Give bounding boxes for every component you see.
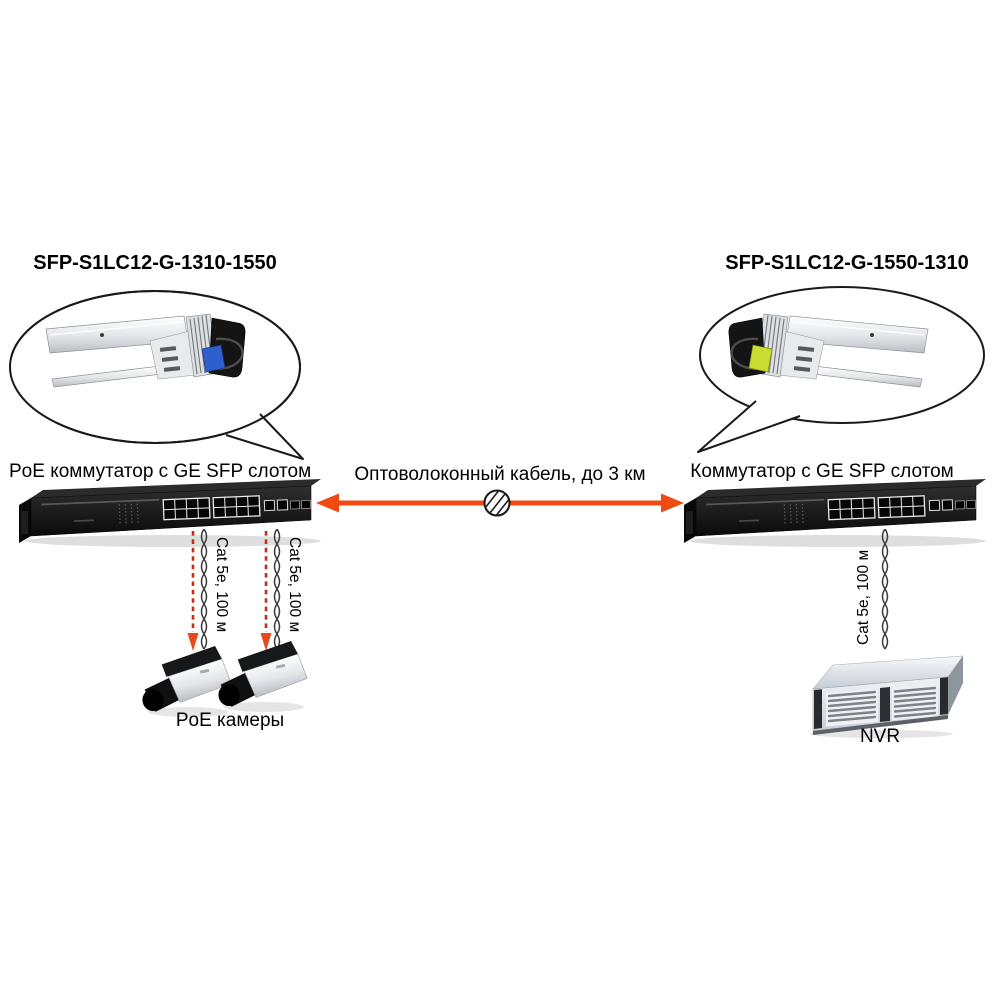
rj45-port-group-2 — [212, 495, 261, 519]
fiber-optic-cable-symbol-icon — [483, 489, 511, 517]
switch-label-right: Коммутатор с GE SFP слотом — [690, 461, 954, 482]
sfp-module-1550-1310-icon — [728, 313, 929, 388]
poe-cameras-label: PoE камеры — [175, 710, 285, 731]
uplink-ports — [263, 499, 289, 512]
fiber-cable-label: Оптоволоконный кабель, до 3 км — [354, 464, 646, 485]
nvr-label: NVR — [859, 726, 901, 747]
rj45-port-group-1 — [162, 497, 211, 521]
rj45-port-group-2 — [877, 495, 926, 519]
cat5-label-right: Cat 5e, 100 м — [855, 549, 872, 645]
speech-bubble-right — [697, 286, 985, 453]
fiber-link-arrow — [316, 489, 684, 517]
switch-label-left: PoE коммутатор с GE SFP слотом — [9, 461, 312, 482]
twisted-pair-icon — [273, 529, 281, 650]
sfp-slots — [289, 499, 312, 510]
sfp-title-right: SFP-S1LC12-G-1550-1310 — [725, 252, 969, 274]
fiber-arrowhead-left — [316, 493, 339, 513]
uplink-ports — [928, 499, 954, 512]
twisted-pair-icon — [881, 529, 889, 650]
fiber-arrowhead-right — [661, 493, 684, 513]
rj45-port-group-1 — [827, 497, 876, 521]
nvr-icon — [809, 655, 964, 738]
sfp-slots — [954, 499, 977, 510]
switch-right-image — [684, 479, 986, 547]
poe-drop-arrow-2 — [260, 531, 272, 651]
switch-left-image — [19, 479, 321, 547]
sfp-latch-yellow — [748, 344, 773, 373]
sfp-title-left: SFP-S1LC12-G-1310-1550 — [33, 252, 277, 274]
speech-bubble-left — [9, 290, 304, 460]
twisted-pair-icon — [200, 529, 208, 650]
poe-camera-2-icon — [218, 641, 308, 712]
sfp-latch-blue — [201, 344, 226, 373]
sfp-module-1310-1550-icon — [45, 313, 246, 388]
cat5-label-left-2: Cat 5e, 100 м — [286, 537, 303, 633]
poe-camera-1-icon — [142, 646, 232, 717]
poe-drop-arrow-1 — [187, 531, 199, 651]
cat5-label-left-1: Cat 5e, 100 м — [213, 537, 230, 633]
